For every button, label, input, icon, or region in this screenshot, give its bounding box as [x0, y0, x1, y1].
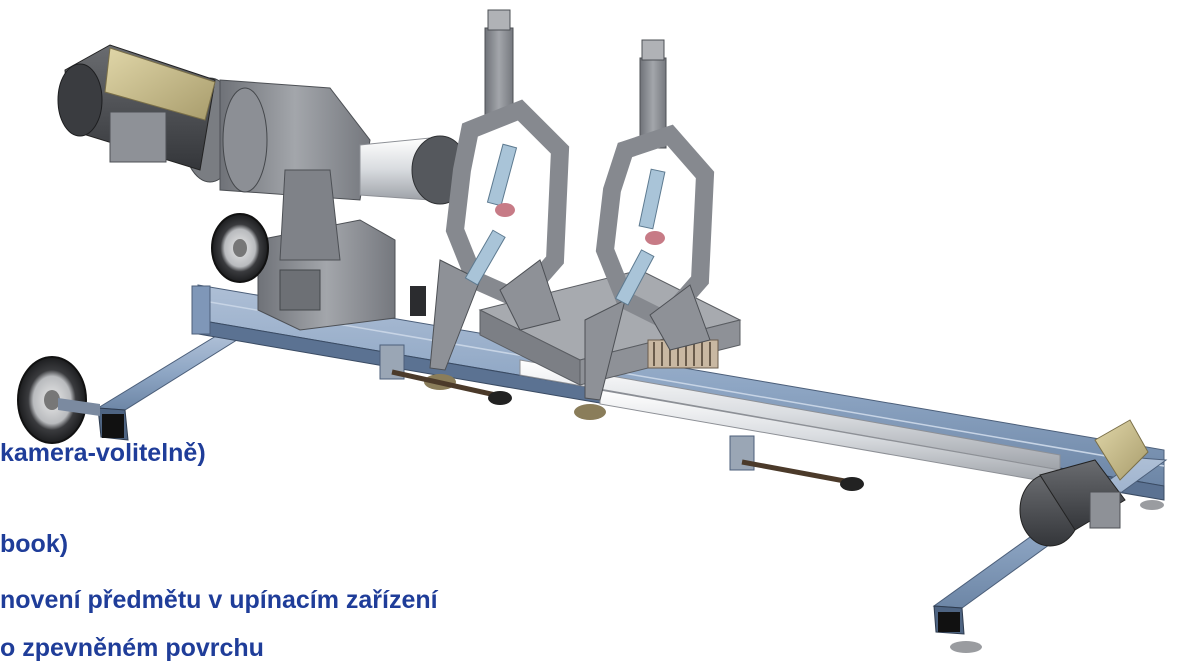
caption-line-camera: kamera-volitelně)	[0, 439, 206, 467]
left-wheel	[17, 356, 100, 444]
main-motor	[57, 44, 216, 171]
caption-line-notebook: book)	[0, 530, 69, 558]
caption-line-surface: o zpevněném povrchu	[0, 634, 264, 662]
right-clamp	[574, 39, 715, 420]
caption-line-clamping: novení předmětu v upínacím zařízení	[0, 586, 438, 614]
left-leg	[96, 335, 242, 441]
rear-wheel	[211, 213, 269, 283]
gearbox	[181, 77, 371, 261]
beam-latches	[379, 344, 864, 491]
feed-motor	[1019, 419, 1149, 547]
left-clamp	[424, 9, 570, 390]
